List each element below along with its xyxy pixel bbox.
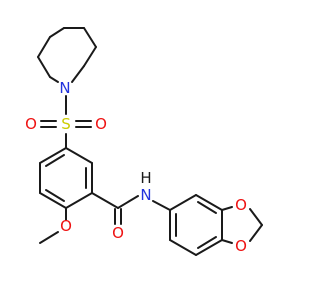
bond [197,236,217,249]
bond [39,231,59,244]
carbonyl-oxygen-label: O [112,224,124,242]
bond [169,194,197,211]
bond [49,27,65,38]
dioxole-oxygen-top-label: O [235,196,247,214]
bond [197,201,217,214]
bond [49,76,59,83]
methoxy-oxygen-label: O [60,217,72,235]
bond [65,147,93,164]
amide-group [91,192,171,225]
bond [195,239,223,256]
bond [195,194,223,211]
bond [45,189,65,202]
bond [39,192,67,209]
sulfonyl-oxygen-left-label: O [25,115,37,133]
bond [83,27,97,48]
bond [65,192,93,209]
sulfonyl-bonds [40,120,92,128]
bond [37,56,51,78]
bond [91,192,119,209]
bond [221,206,233,211]
bond [249,208,263,226]
benzamide-ring [39,147,93,209]
bond [152,200,171,211]
amide-nitrogen-label: N [140,186,151,204]
bond [221,239,233,244]
molecule-canvas: N S O O H N O O O O [25,27,263,256]
benzodioxole-ring [169,194,223,256]
atom-labels: N S O O H N O O O O [25,79,247,255]
bond [71,65,85,83]
sulfur-label: S [61,115,71,133]
bond [83,46,97,67]
sulfonyl-oxygen-right-label: O [95,115,107,133]
piperidine-ring [37,27,97,83]
bond [45,154,65,167]
dioxole-oxygen-bottom-label: O [235,237,247,255]
bond [37,36,51,58]
bond [39,147,67,164]
bond [249,224,263,242]
structure-diagram: N S O O H N O O O O [25,27,263,256]
piperidine-nitrogen-label: N [59,79,70,97]
amide-hydrogen-label: H [140,169,151,187]
bond [117,195,139,209]
bond [169,239,197,256]
dioxole-ring [221,206,263,244]
